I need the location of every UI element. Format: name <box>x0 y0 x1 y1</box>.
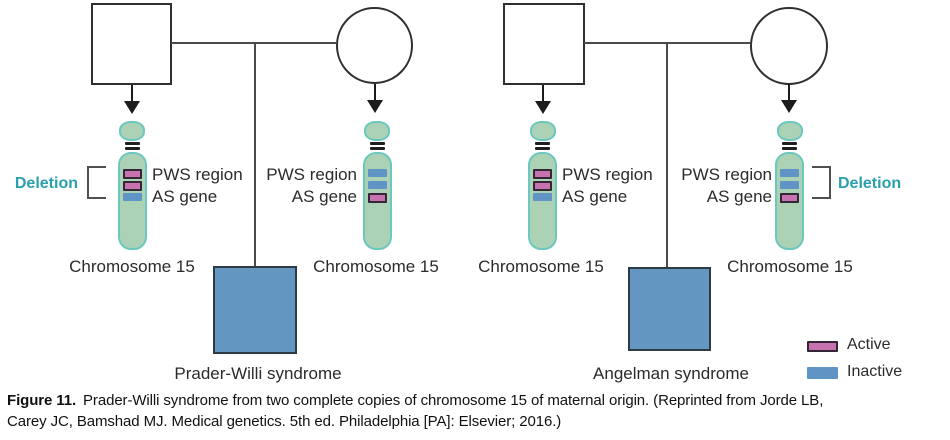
arrow-down-icon <box>123 85 140 115</box>
chromosome-15-label: Chromosome 15 <box>478 257 604 276</box>
as-gene-band <box>780 193 799 203</box>
centromere-bar <box>124 141 140 145</box>
as-gene-label: AS gene <box>706 186 772 206</box>
pws-band <box>533 181 552 191</box>
chromosome-satellite <box>119 121 145 141</box>
centromere-bar <box>369 141 385 145</box>
figure-caption: Figure 11. Prader-Willi syndrome from two… <box>7 390 947 432</box>
region-labels: PWS region AS gene <box>152 164 262 207</box>
mother-circle <box>750 7 828 85</box>
caption-line-1: Figure 11. Prader-Willi syndrome from two… <box>7 390 947 411</box>
chromosome-15-label: Chromosome 15 <box>313 257 439 276</box>
caption-text-1: Prader-Willi syndrome from two complete … <box>83 392 824 409</box>
arrow-head <box>366 100 383 113</box>
region-labels: PWS region AS gene <box>562 164 672 207</box>
as-gene-band <box>367 193 387 203</box>
couple-line <box>584 42 751 44</box>
arrow-head <box>781 100 797 113</box>
syndrome-label: Angelman syndrome <box>593 364 749 383</box>
pws-band <box>533 169 552 179</box>
centromere-bar <box>535 141 550 145</box>
deletion-bracket <box>812 166 831 199</box>
arrow-head <box>123 101 140 114</box>
pws-region-label: PWS region <box>562 165 653 184</box>
arrow-stem <box>373 84 376 102</box>
centromere-bar <box>535 146 550 150</box>
figure-number: Figure 11. <box>7 392 77 409</box>
father-square <box>503 3 585 85</box>
centromere-bar <box>782 141 797 145</box>
couple-line <box>171 42 337 44</box>
pws-region-label: PWS region <box>266 165 357 184</box>
as-gene-band <box>533 193 552 201</box>
pws-region-label: PWS region <box>681 165 772 184</box>
maternal-chromosome <box>774 118 806 254</box>
centromere-bar <box>124 146 140 150</box>
legend-active-swatch <box>807 341 838 352</box>
affected-child-square <box>213 266 297 354</box>
descent-line <box>253 44 256 266</box>
centromere-bar <box>369 146 385 150</box>
chromosome-15-label: Chromosome 15 <box>69 257 195 276</box>
region-labels: PWS region AS gene <box>662 164 772 207</box>
pws-band <box>367 181 387 189</box>
deletion-bracket <box>87 166 106 199</box>
chromosome-15-label: Chromosome 15 <box>727 257 853 276</box>
pws-region-label: PWS region <box>152 165 243 184</box>
arrow-stem <box>788 84 790 102</box>
chromosome-satellite <box>529 121 556 141</box>
as-gene-label: AS gene <box>562 186 628 206</box>
legend-inactive-label: Inactive <box>847 363 903 380</box>
pws-band <box>780 181 799 189</box>
chromosome-satellite <box>776 121 803 141</box>
chromosome-body <box>528 152 557 250</box>
caption-line-2: Carey JC, Bamshad MJ. Medical genetics. … <box>7 413 562 430</box>
arrow-head <box>534 101 551 114</box>
deletion-label: Deletion <box>14 175 78 192</box>
maternal-chromosome <box>361 118 393 254</box>
region-labels: PWS region AS gene <box>247 164 357 207</box>
pws-band <box>122 181 142 191</box>
paternal-chromosome <box>527 118 559 254</box>
syndrome-label: Prader-Willi syndrome <box>174 364 342 383</box>
arrow-down-icon <box>781 84 797 114</box>
arrow-down-icon <box>534 85 551 115</box>
as-gene-band <box>122 193 142 201</box>
as-gene-label: AS gene <box>291 186 357 206</box>
arrow-stem <box>541 85 544 103</box>
chromosome-satellite <box>364 121 390 141</box>
pws-band <box>367 169 387 177</box>
affected-child-square <box>628 267 711 351</box>
arrow-stem <box>130 85 133 103</box>
deletion-label: Deletion <box>838 175 902 192</box>
chromosome-body <box>117 152 147 250</box>
centromere-bar <box>782 146 797 150</box>
father-square <box>91 3 172 85</box>
pws-band <box>122 169 142 179</box>
as-gene-label: AS gene <box>152 186 218 206</box>
paternal-chromosome <box>116 118 148 254</box>
legend-inactive-swatch <box>807 367 838 379</box>
mother-circle <box>336 7 413 84</box>
arrow-down-icon <box>366 84 383 114</box>
legend-active-label: Active <box>847 336 891 353</box>
descent-line <box>666 44 668 267</box>
pws-band <box>780 169 799 177</box>
